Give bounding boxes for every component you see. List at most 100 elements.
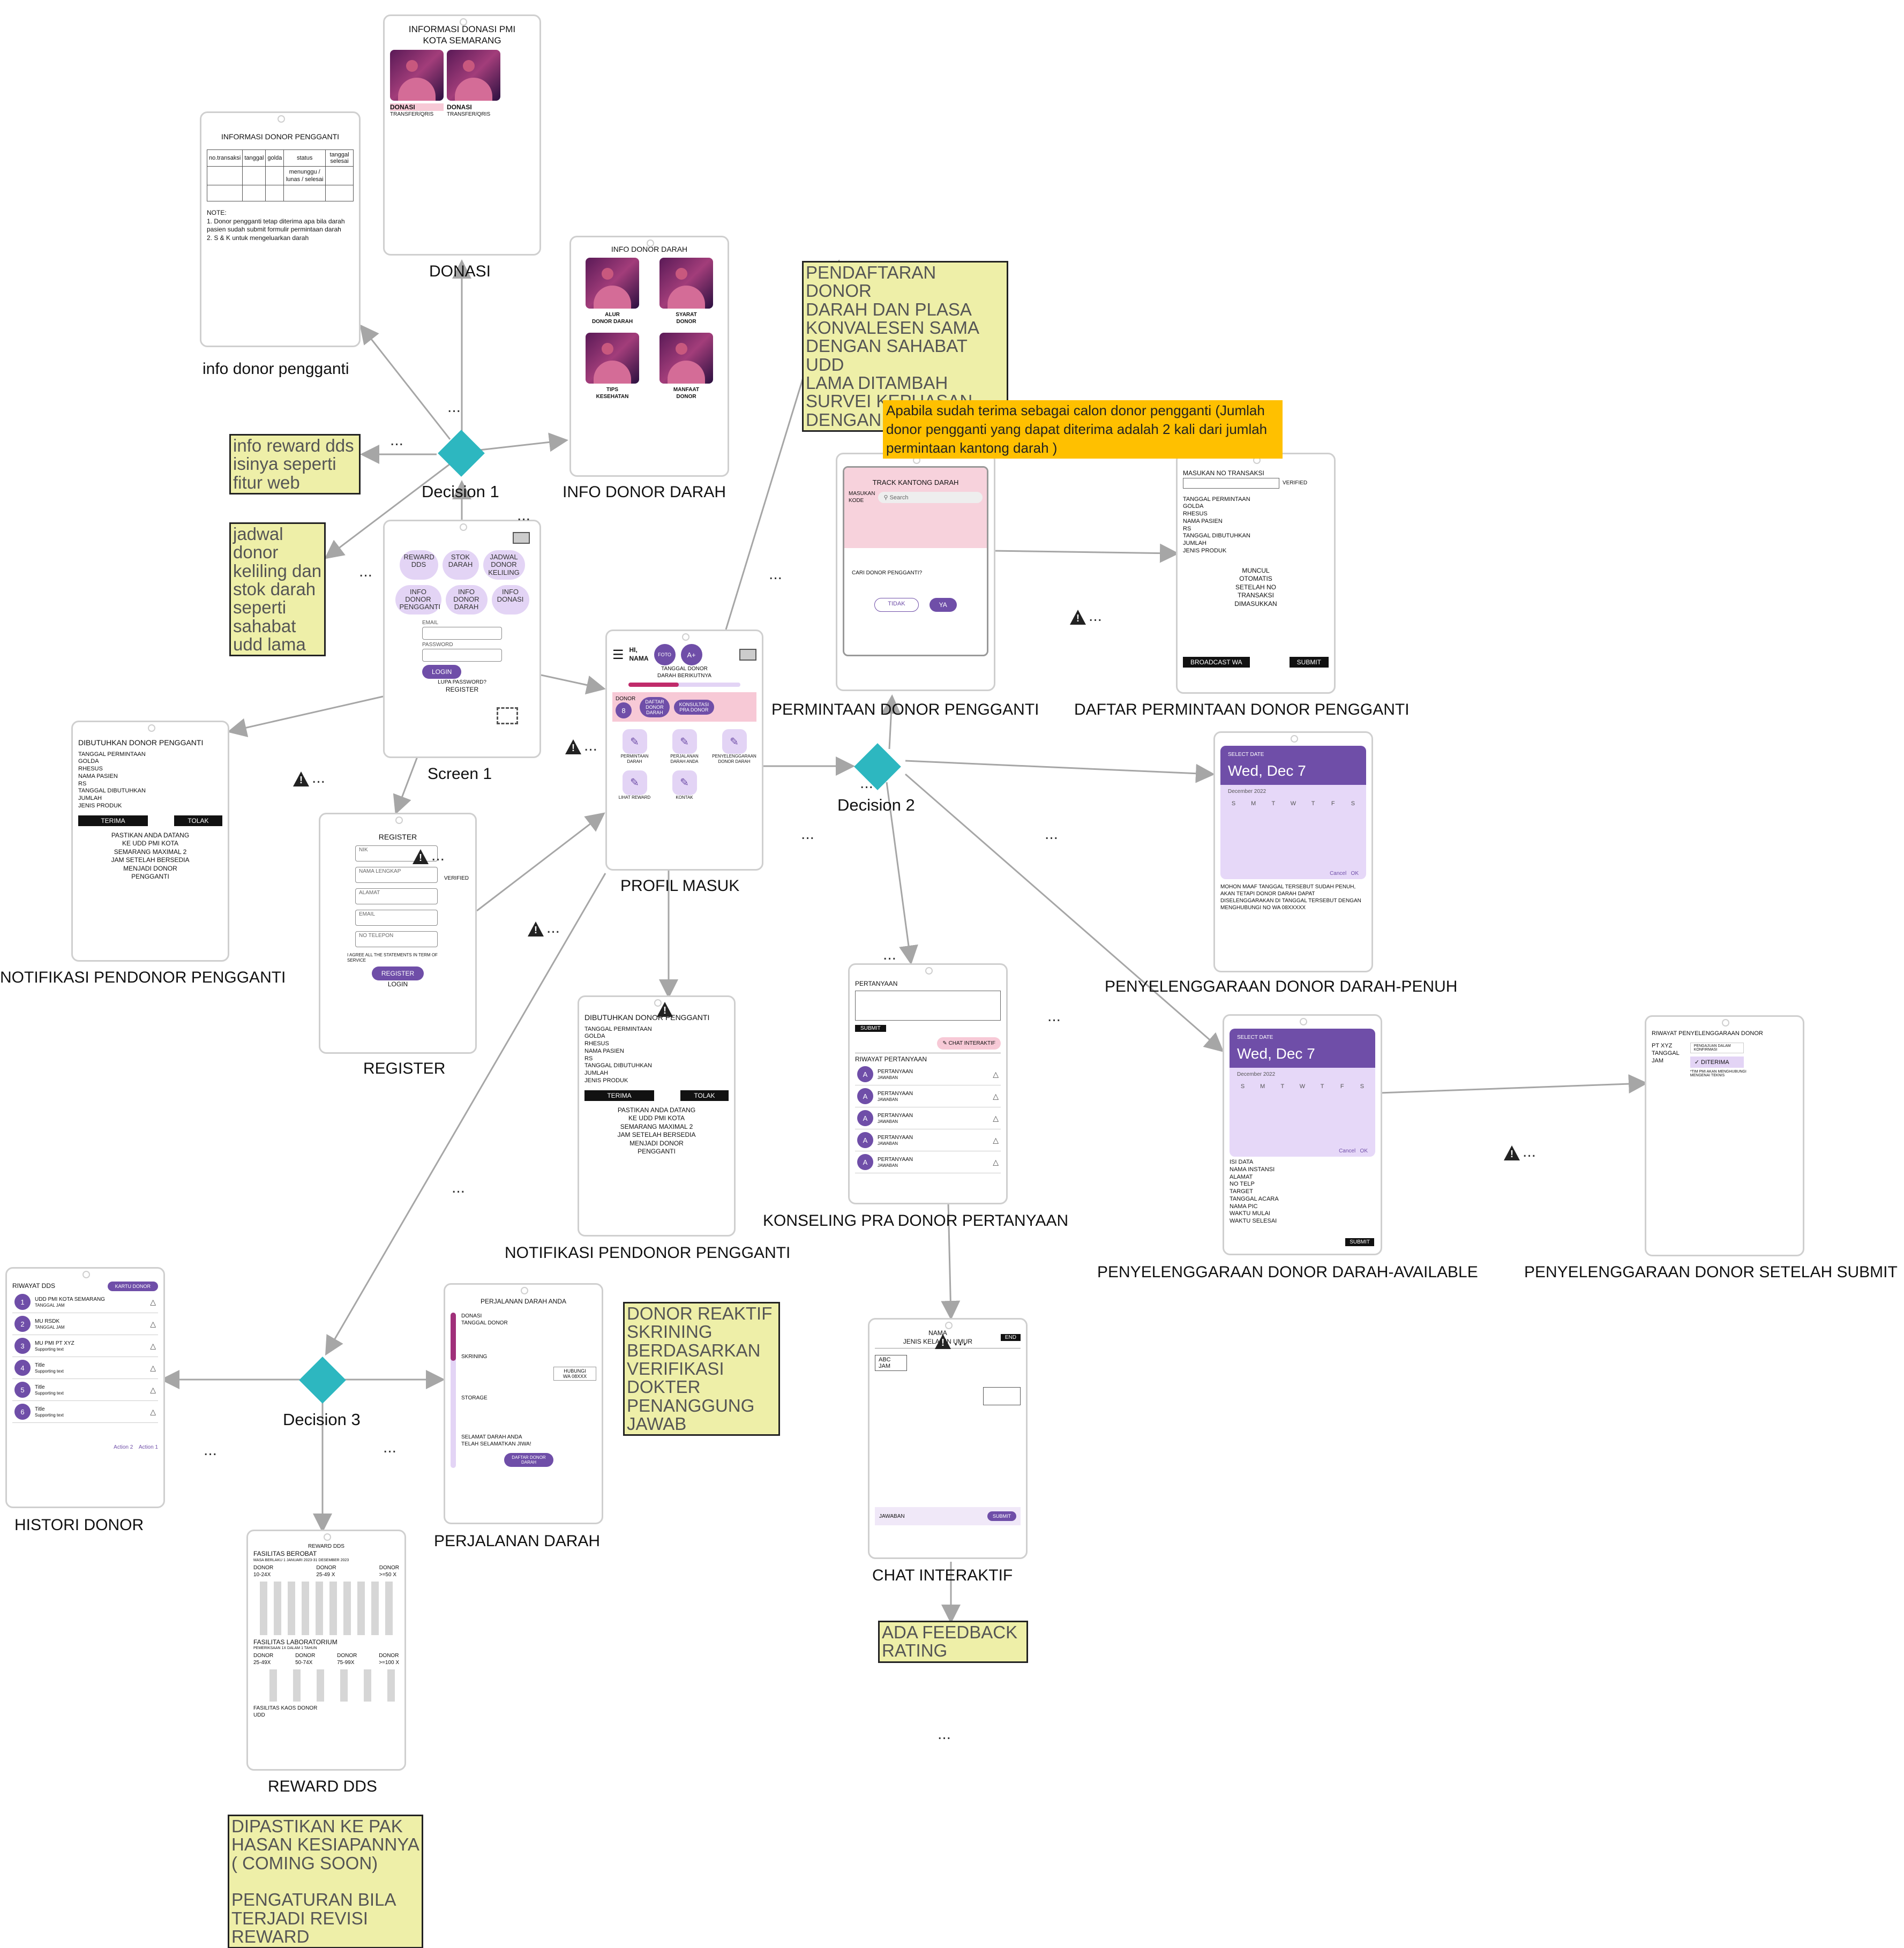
telepon-field[interactable]: NO TELEPON — [355, 931, 438, 947]
daftar-donor-button[interactable]: DAFTAR DONOR DARAH — [640, 696, 670, 717]
menu-permintaan[interactable]: ✎PERMINTAAN DARAH — [612, 729, 657, 765]
donasi-card[interactable]: DONASI TRANSFER/QRIS — [447, 49, 500, 118]
menu-info-pengganti[interactable]: INFO DONOR PENGGANTI — [395, 585, 441, 615]
fingerprint-icon[interactable] — [497, 707, 518, 724]
menu-penyelenggaraan[interactable]: ✎PENYELENGGARAAN DONOR DARAH — [712, 729, 756, 765]
alamat-field[interactable]: ALAMAT — [355, 888, 438, 904]
form-line[interactable]: NAMA PIC — [1230, 1203, 1258, 1210]
form-line[interactable]: WAKTU SELESAI — [1230, 1218, 1277, 1224]
transaksi-input[interactable] — [1183, 477, 1279, 489]
info-pengganti-title: INFORMASI DONOR PENGGANTI — [221, 132, 340, 141]
status-selected[interactable]: ✓ DITERIMA — [1690, 1057, 1744, 1068]
menu-reward-dds[interactable]: REWARD DDS — [399, 550, 438, 580]
agree-checkbox[interactable]: I AGREE ALL THE STATEMENTS IN TERM OF SE… — [347, 952, 438, 963]
mail-icon[interactable] — [739, 649, 756, 661]
calendar-month: December 2022 — [1228, 789, 1266, 795]
kartu-donor-button[interactable]: KARTU DONOR — [107, 1282, 158, 1291]
step-selamat: SELAMAT DARAH ANDA TELAH SELAMATKAN JIWA… — [461, 1434, 531, 1447]
menu-reward[interactable]: ✎LIHAT REWARD — [612, 770, 657, 800]
auto-text: MUNCUL OTOMATIS SETELAH NO TRANSAKSI DIM… — [1234, 566, 1277, 608]
menu-perjalanan[interactable]: ✎PERJALANAN DARAH ANDA — [662, 729, 707, 765]
menu-jadwal-donor[interactable]: JADWAL DONOR KELILING — [483, 550, 525, 580]
riwayat-line: JAM — [1652, 1057, 1663, 1064]
action-1-button[interactable]: Action 1 — [138, 1444, 158, 1450]
register-link[interactable]: REGISTER — [445, 685, 479, 693]
cancel-button[interactable]: Cancel — [1330, 871, 1347, 876]
form-line[interactable]: NO TELP — [1230, 1181, 1255, 1188]
next-donor-progress — [628, 683, 740, 687]
jawaban-input[interactable]: JAWABAN — [879, 1513, 987, 1520]
tolak-button[interactable]: TOLAK — [680, 1090, 729, 1101]
menu-label: PENYELENGGARAAN DONOR DARAH — [712, 754, 756, 765]
info-card-tips[interactable]: TIPS KESEHATAN — [581, 332, 644, 400]
login-link[interactable]: LOGIN — [387, 980, 408, 988]
password-field[interactable] — [422, 648, 502, 662]
ok-button[interactable]: OK — [1360, 1148, 1368, 1154]
calendar-days[interactable] — [1230, 1092, 1375, 1145]
pertanyaan-input[interactable] — [855, 990, 1001, 1021]
terima-button[interactable]: TERIMA — [78, 815, 148, 826]
ya-button[interactable]: YA — [929, 598, 957, 612]
nik-field[interactable]: NIK — [355, 845, 438, 861]
menu-kontak[interactable]: ✎KONTAK — [662, 770, 707, 800]
weekday: W — [1290, 800, 1296, 807]
nama-field[interactable]: NAMA LENGKAP — [355, 866, 438, 883]
submit-button[interactable]: SUBMIT — [987, 1511, 1016, 1522]
weekday: S — [1231, 800, 1236, 807]
hubungi-box[interactable]: HUBUNGI WA 08XXX — [553, 1366, 596, 1381]
search-input[interactable]: ⚲ Search — [878, 491, 983, 503]
form-line[interactable]: TANGGAL ACARA — [1230, 1195, 1279, 1202]
calendar-days[interactable] — [1220, 809, 1366, 868]
tolak-button[interactable]: TOLAK — [174, 815, 222, 826]
chat-button[interactable]: ✎ CHAT INTERAKTIF — [937, 1037, 1001, 1050]
login-button[interactable]: LOGIN — [422, 664, 462, 679]
form-line[interactable]: TARGET — [1230, 1188, 1253, 1195]
menu-stok-darah[interactable]: STOK DARAH — [442, 550, 479, 580]
form-line[interactable]: ALAMAT — [1230, 1173, 1253, 1180]
menu-info-donasi[interactable]: INFO DONASI — [491, 585, 529, 615]
broadcast-button[interactable]: BROADCAST WA — [1183, 656, 1250, 668]
konsultasi-button[interactable]: KONSULTASI PRA DONOR — [673, 699, 715, 715]
tidak-button[interactable]: TIDAK — [874, 598, 919, 612]
forgot-link[interactable]: LUPA PASSWORD? — [438, 679, 486, 685]
submit-button[interactable]: SUBMIT — [855, 1024, 886, 1032]
cancel-button[interactable]: Cancel — [1339, 1148, 1356, 1154]
register-button[interactable]: REGISTER — [371, 966, 424, 981]
status-option[interactable]: PENGAJUAN DALAM KONFIRMASI — [1690, 1043, 1744, 1054]
ok-button[interactable]: OK — [1351, 871, 1359, 876]
form-line[interactable]: NAMA INSTANSI — [1230, 1166, 1275, 1173]
info-card-syarat[interactable]: SYARAT DONOR — [655, 257, 718, 325]
menu-info-donor[interactable]: INFO DONOR DARAH — [445, 585, 488, 615]
form-line[interactable]: WAKTU MULAI — [1230, 1210, 1270, 1217]
action-2-button[interactable]: Action 2 — [114, 1444, 133, 1450]
info-card-alur[interactable]: ALUR DONOR DARAH — [581, 257, 644, 325]
label-donasi: DONASI — [429, 263, 491, 280]
email-field[interactable] — [422, 626, 502, 640]
mail-icon[interactable] — [513, 532, 530, 544]
submit-button[interactable]: SUBMIT — [1289, 656, 1329, 668]
info-card-manfaat[interactable]: MANFAAT DONOR — [655, 332, 718, 400]
donasi-card[interactable]: DONASI TRANSFER/QRIS — [390, 49, 444, 118]
warning-icon — [528, 921, 544, 936]
terima-button[interactable]: TERIMA — [584, 1090, 654, 1101]
email-field[interactable]: EMAIL — [355, 909, 438, 926]
daftar-donor-button[interactable]: DAFTAR DONOR DARAH — [504, 1452, 553, 1467]
submit-button[interactable]: SUBMIT — [1345, 1238, 1374, 1246]
end-button[interactable]: END — [1000, 1334, 1021, 1342]
menu-icon[interactable]: ☰ — [612, 647, 624, 662]
